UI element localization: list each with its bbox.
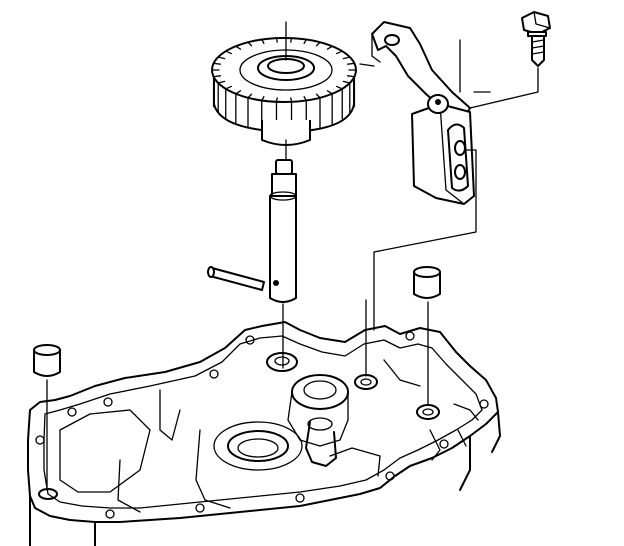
case-housing	[27, 321, 501, 546]
gear-tooth	[275, 97, 278, 103]
gear-tooth	[247, 93, 253, 99]
gear-tooth	[247, 41, 253, 47]
gear-shaft	[269, 139, 297, 369]
dowel-icon	[413, 266, 441, 299]
shaft-icon	[269, 139, 297, 303]
pin-icon	[207, 266, 265, 291]
roll-pin	[207, 266, 265, 291]
gear-tooth	[326, 45, 333, 50]
gear-tooth	[212, 62, 222, 65]
gear-tooth	[315, 41, 321, 47]
gear-tooth	[342, 56, 351, 60]
gear-tooth	[346, 75, 356, 78]
dowel-left	[33, 344, 61, 491]
bolt-icon	[521, 11, 551, 67]
bracket	[359, 21, 491, 331]
gear-tooth	[303, 95, 307, 102]
gear-tooth	[326, 90, 333, 95]
gear	[211, 21, 357, 146]
dowel-icon	[33, 344, 61, 377]
gear-tooth	[261, 38, 265, 45]
gear-tooth	[303, 38, 307, 45]
gear-tooth	[225, 85, 233, 90]
gear-tooth	[212, 75, 222, 78]
gear-icon	[211, 37, 357, 146]
bolt	[469, 11, 551, 109]
gear-tooth	[342, 80, 351, 84]
gear-tooth	[275, 37, 278, 43]
gear-tooth	[315, 93, 321, 99]
gear-tooth	[290, 97, 293, 103]
bracket-icon	[371, 21, 475, 205]
gear-tooth	[261, 95, 265, 102]
gear-tooth	[225, 50, 233, 55]
gear-tooth	[235, 45, 242, 50]
dowel-right	[413, 266, 441, 405]
gear-tooth	[346, 62, 356, 65]
gear-tooth	[335, 50, 343, 55]
gear-tooth	[235, 90, 242, 95]
gear-tooth	[335, 85, 343, 90]
gear-tooth	[217, 80, 226, 84]
gear-tooth	[290, 37, 293, 43]
gear-tooth	[217, 56, 226, 60]
